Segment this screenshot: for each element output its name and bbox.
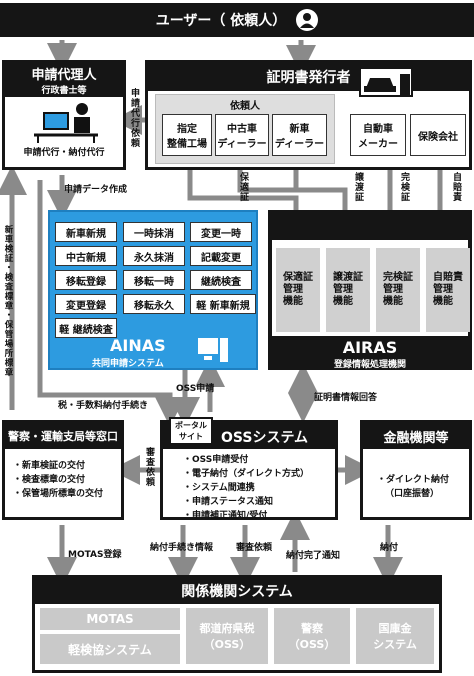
ainas-subtitle: 共同申請システム <box>92 359 164 369</box>
office-worker-icon <box>5 97 123 145</box>
finance-list: ・ダイレクト納付 （口座振替） <box>363 449 469 501</box>
ainas-cell: 軽 継続検査 <box>55 318 117 338</box>
arrow-tax-fee <box>37 180 185 427</box>
oss-title-bar: ポータル サイト OSSシステム <box>163 417 335 449</box>
finance-box: 金融機関等 ・ダイレクト納付 （口座振替） <box>360 420 472 520</box>
airas-subtitle: 登録情報処理機関 <box>333 360 406 370</box>
police-title: 警察・運輸支局等窓口 <box>8 430 118 443</box>
airas-function: 譲渡証 管理 機能 <box>326 248 370 332</box>
ainas-cell: 変更一時 <box>190 222 252 242</box>
maker-1: 保険会社 <box>410 114 466 156</box>
label-liability-cert: 自賠責 <box>451 172 461 202</box>
agent-title: 申請代理人 <box>31 68 97 83</box>
related-title: 関係機関システム <box>181 584 293 600</box>
list-item: ・OSS申請受付 <box>183 455 249 465</box>
label-motas-reg: MOTAS登録 <box>68 550 122 560</box>
car-building-icon <box>356 64 416 98</box>
label-tax-fee: 税・手数料納付手続き <box>58 401 149 411</box>
list-item: ・システム間連携 <box>183 483 255 493</box>
ainas-cell: 移転永久 <box>123 294 185 314</box>
label-payment-procedure-info: 納付手続き情報 <box>150 543 214 553</box>
related-treasury: 国庫金 システム <box>356 608 434 664</box>
list-item: ・保管場所標章の交付 <box>13 489 104 499</box>
oss-title: OSSシステム <box>221 430 309 446</box>
ainas-cell: 永久抹消 <box>123 246 185 266</box>
ainas-cell: 中古新規 <box>55 246 117 266</box>
related-police: 警察 （OSS） <box>274 608 350 664</box>
finance-title: 金融機関等 <box>383 430 449 446</box>
agent-subtitle: 行政書士等 <box>41 86 87 96</box>
related-motas: MOTAS <box>40 608 180 630</box>
maker-0: 自動車 メーカー <box>350 114 406 156</box>
list-item: ・申請補正通知/受付 <box>183 511 268 521</box>
airas-function: 完検証 管理 機能 <box>376 248 420 332</box>
label-hoan-cert: 保適証 <box>238 172 248 202</box>
user-label: ユーザー（ 依頼人） <box>155 13 287 29</box>
related-kei: 軽検協システム <box>40 634 180 664</box>
oss-portal: ポータル サイト <box>169 417 213 445</box>
finance-title-bar: 金融機関等 <box>363 423 469 449</box>
agent-box: 申請代理人 行政書士等 申請代行・納付代行 <box>2 60 126 170</box>
client-2: 新車 ディーラー <box>272 114 327 156</box>
list-item: ・電子納付（ダイレクト方式） <box>183 469 310 479</box>
oss-box: ポータル サイト OSSシステム ・OSS申請受付 ・電子納付（ダイレクト方式）… <box>160 417 338 523</box>
list-item: ・ダイレクト納付 <box>377 475 450 485</box>
label-transfer-cert: 譲渡証 <box>353 172 363 202</box>
label-inspection-request2: 審査依頼 <box>236 543 273 553</box>
issuer-title-bar: 証明書発行者 <box>148 63 469 91</box>
ainas-cell: 新車新規 <box>55 222 117 242</box>
issuer-title: 証明書発行者 <box>266 70 351 86</box>
list-item: （口座振替） <box>385 489 440 499</box>
ainas-title: AINAS <box>110 336 166 355</box>
oss-list: ・OSS申請受付 ・電子納付（ダイレクト方式） ・システム間連携 ・申請ステータ… <box>163 449 335 523</box>
ainas-cell: 軽 新車新規 <box>190 294 256 314</box>
client-1: 中古車 ディーラー <box>215 114 269 156</box>
label-completion-cert: 完検証 <box>399 172 409 202</box>
label-cert-info-answer: 証明書情報回答 <box>314 393 378 403</box>
label-payment: 納付 <box>380 543 399 553</box>
label-payment-complete: 納付完了通知 <box>286 551 341 561</box>
ainas-cell: 記載変更 <box>190 246 252 266</box>
list-item: ・検査標章の交付 <box>13 475 86 485</box>
related-pref-tax: 都道府県税 （OSS） <box>186 608 268 664</box>
ainas-cell: 継続検査 <box>190 270 252 290</box>
label-oss-apply: OSS申請 <box>176 384 215 394</box>
airas-function: 保適証 管理 機能 <box>276 248 320 332</box>
ainas-cell: 移転登録 <box>55 270 117 290</box>
ainas-cell: 変更登録 <box>55 294 117 314</box>
agent-caption: 申請代行・納付代行 <box>23 148 105 158</box>
police-list: ・新車検証の交付 ・検査標章の交付 ・保管場所標章の交付 <box>5 449 121 501</box>
label-app-data-creation: 申請データ作成 <box>64 185 128 195</box>
client-label: 依頼人 <box>230 100 260 112</box>
police-box: 警察・運輸支局等窓口 ・新車検証の交付 ・検査標章の交付 ・保管場所標章の交付 <box>2 420 124 520</box>
ainas-cell: 移転一時 <box>123 270 185 290</box>
ainas-cell: 一時抹消 <box>123 222 185 242</box>
related-title-bar: 関係機関システム <box>35 578 439 604</box>
list-item: ・申請ステータス通知 <box>183 497 274 507</box>
list-item: ・新車検証の交付 <box>13 461 86 471</box>
label-agency-request: 申請代行依頼 <box>129 88 139 148</box>
police-title-bar: 警察・運輸支局等窓口 <box>5 423 121 449</box>
airas-title: AIRAS <box>342 338 398 357</box>
client-0: 指定 整備工場 <box>162 114 212 156</box>
computer-icon <box>196 336 230 364</box>
airas-function: 自賠責 管理 機能 <box>426 248 470 332</box>
user-bar: ユーザー（ 依頼人） <box>0 3 474 37</box>
person-icon <box>296 9 319 31</box>
label-new-inspection: 新車検証・検査標章・保管場所標章 <box>3 225 13 377</box>
agent-title-bar: 申請代理人 行政書士等 <box>5 63 123 97</box>
label-inspection-request: 審査依頼 <box>144 447 154 487</box>
